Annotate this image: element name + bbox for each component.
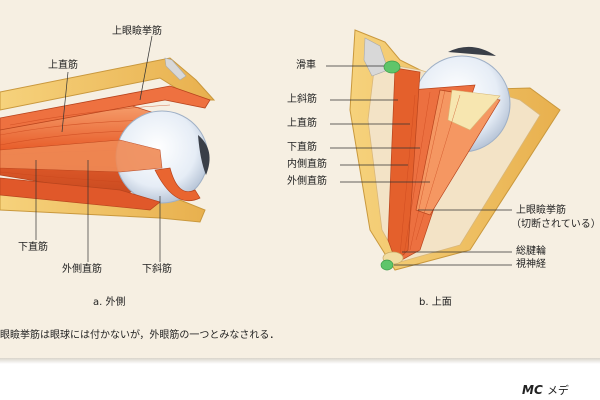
levator-tendon [447, 89, 501, 131]
lateral-rectus-band [0, 139, 163, 173]
label-a-superior-rectus: 上直筋 [48, 60, 78, 71]
orbit-notch [363, 37, 389, 77]
figure-panel: 上眼瞼挙筋 上直筋 下直筋 外側直筋 下斜筋 a. 外側 滑車 上斜筋 上直筋 … [0, 0, 600, 358]
caption-a: a. 外側 [93, 297, 126, 308]
publisher-logo: MC メデ [522, 382, 569, 398]
label-b-trochlea: 滑車 [296, 60, 316, 71]
inferior-rectus-muscle [0, 177, 161, 211]
trochlea-pulley [383, 60, 401, 74]
label-b-medial-rectus: 内側直筋 [287, 159, 327, 170]
label-b-superior-rectus: 上直筋 [287, 118, 317, 129]
footnote: 眼瞼挙筋は眼球には付かないが，外眼筋の一つとみなされる． [0, 330, 280, 341]
label-a-inferior-oblique: 下斜筋 [142, 264, 172, 275]
logo-text: メデ [546, 384, 569, 397]
inferior-oblique-muscle [154, 167, 201, 202]
cornea-superior [448, 46, 496, 56]
label-a-inferior-rectus: 下直筋 [18, 242, 48, 253]
label-b-levator-cut-note: （切断されている） [511, 219, 600, 230]
levator-muscle [0, 85, 211, 131]
caption-b: b. 上面 [419, 297, 452, 308]
label-b-annulus: 総腱輪 [516, 246, 546, 257]
logo-mark: MC [522, 383, 543, 397]
label-b-lateral-rectus: 外側直筋 [287, 176, 327, 187]
eye-muscle-illustration [0, 29, 561, 271]
cornea [198, 135, 210, 175]
orbit-roof-bone [0, 57, 216, 111]
optic-nerve-cut [380, 259, 394, 271]
figure-a-drawing [0, 35, 216, 262]
orbit-bone-notch [164, 57, 187, 81]
label-b-levator-cut: 上眼瞼挙筋 [516, 205, 566, 216]
label-b-optic-nerve: 視神経 [516, 259, 546, 270]
figure-b-drawing [326, 29, 561, 271]
label-a-levator: 上眼瞼挙筋 [112, 26, 162, 37]
label-a-lateral-rectus: 外側直筋 [62, 264, 102, 275]
panel-shadow [0, 358, 600, 364]
label-b-superior-oblique: 上斜筋 [287, 94, 317, 105]
label-b-inferior-rectus: 下直筋 [287, 142, 317, 153]
